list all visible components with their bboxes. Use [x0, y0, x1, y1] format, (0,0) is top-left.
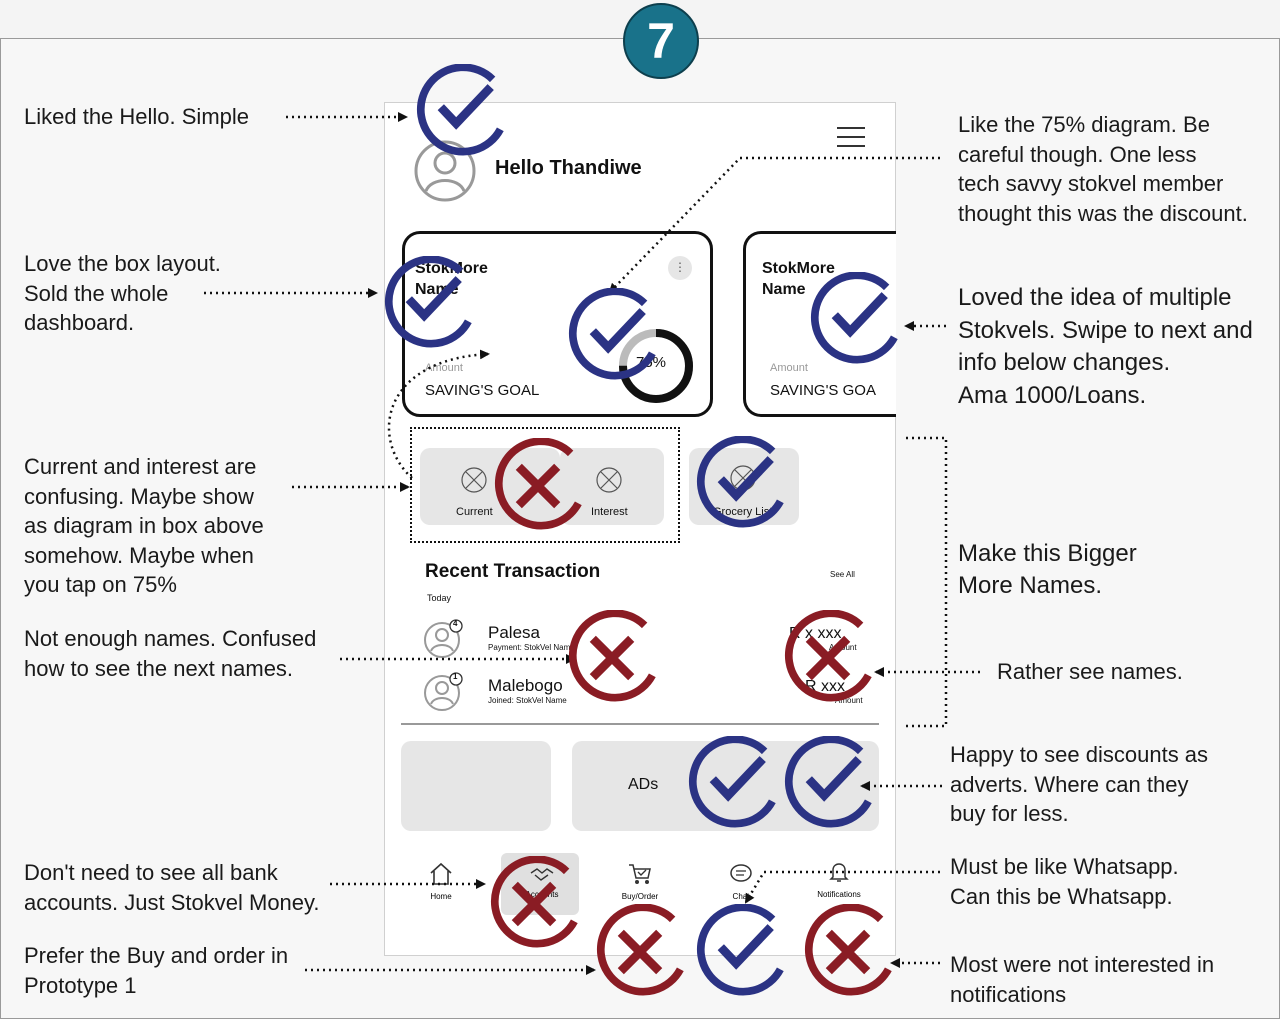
nav-accounts-label: Accounts — [525, 890, 559, 899]
savings-percent: 75% — [636, 354, 667, 371]
note-rather-names: Rather see names. — [997, 659, 1183, 684]
transaction-name: Palesa — [488, 623, 540, 642]
card-more-icon[interactable]: ⋮ — [668, 256, 692, 280]
placeholder-icon — [730, 465, 756, 491]
tile-current-label: Current — [456, 506, 493, 518]
note-diagram: Like the 75% diagram. Be careful though.… — [958, 112, 1248, 226]
today-label: Today — [427, 593, 452, 603]
note-box-layout: Love the box layout. Sold the whole dash… — [24, 251, 221, 335]
card-1-goal-label: SAVING'S GOAL — [425, 382, 540, 399]
note-bank: Don't need to see all bank accounts. Jus… — [24, 860, 320, 915]
note-hello: Liked the Hello. Simple — [24, 104, 250, 129]
nav-notifications-label: Notifications — [817, 890, 861, 899]
note-discounts: Happy to see discounts as adverts. Where… — [950, 742, 1209, 826]
chat-icon — [730, 864, 752, 882]
handshake-icon — [530, 868, 554, 881]
note-multiple-stokvels: Loved the idea of multiple Stokvels. Swi… — [958, 284, 1253, 409]
nav-buy-order[interactable]: Buy/Order — [617, 861, 663, 905]
home-icon — [430, 862, 452, 885]
tile-grocery[interactable]: Grocery List — [689, 448, 799, 525]
nav-chat-label: Chat — [732, 892, 750, 901]
avatar-icon — [424, 619, 463, 658]
card-1-amount-label: Amount — [425, 362, 463, 374]
nav-buy-order-label: Buy/Order — [621, 892, 659, 901]
see-all-link[interactable]: See All — [830, 570, 855, 579]
note-names: Not enough names. Confused how to see th… — [24, 626, 317, 681]
divider — [401, 723, 879, 725]
cart-icon — [629, 864, 651, 884]
bell-icon — [829, 863, 849, 882]
card-2-goal-label: SAVING'S GOA — [770, 382, 876, 399]
note-notifications: Most were not interested in notification… — [950, 952, 1215, 1007]
transaction-sub: Payment: StokVel Name — [488, 643, 575, 652]
stokvel-card-1[interactable]: StokMore Name ⋮ Amount SAVING'S GOAL 75% — [402, 231, 713, 417]
avatar-icon — [414, 140, 476, 202]
greeting-title: Hello Thandiwe — [495, 157, 642, 179]
nav-accounts[interactable]: Accounts — [519, 865, 565, 909]
note-whatsapp: Must be like Whatsapp. Can this be Whats… — [950, 854, 1179, 909]
transaction-name: Malebogo — [488, 676, 563, 695]
nav-chat[interactable]: Chat — [721, 861, 761, 905]
count-badge: 1 — [453, 672, 458, 681]
hamburger-menu-icon[interactable] — [837, 127, 865, 147]
tiles-dotted-outline — [410, 427, 680, 543]
placeholder-icon — [461, 467, 487, 493]
note-current-interest: Current and interest are confusing. Mayb… — [24, 454, 264, 597]
nav-home-label: Home — [430, 892, 452, 901]
slide-number-badge: 7 — [623, 3, 699, 79]
ad-banner-left[interactable] — [401, 741, 551, 831]
transaction-amount-sub: Amount — [835, 696, 863, 705]
transaction-amount: R xxx — [805, 678, 845, 695]
tile-interest-label: Interest — [591, 506, 628, 518]
recent-title: Recent Transaction — [425, 561, 601, 582]
placeholder-icon — [596, 467, 622, 493]
nav-home[interactable]: Home — [421, 861, 461, 905]
card-1-title: StokMore Name — [415, 260, 488, 298]
count-badge: 4 — [453, 619, 458, 628]
phone-mockup: Hello Thandiwe StokMore Name ⋮ Amount SA… — [384, 102, 896, 956]
note-buy-order: Prefer the Buy and order in Prototype 1 — [24, 943, 289, 998]
ads-label: ADs — [628, 776, 659, 793]
note-bigger: Make this Bigger More Names. — [958, 540, 1137, 599]
nav-notifications[interactable]: Notifications — [811, 859, 867, 903]
transaction-sub: Joined: StokVel Name — [488, 696, 567, 705]
card-2-title: StokMore Name — [762, 260, 835, 298]
transaction-amount: R x xxx — [789, 625, 842, 642]
tile-interest[interactable]: Interest — [560, 448, 664, 525]
tile-current[interactable]: Current — [420, 448, 560, 525]
avatar-icon — [424, 672, 463, 711]
transaction-row[interactable]: 4 Palesa Payment: StokVel Name R x xxx A… — [423, 615, 863, 661]
transaction-row[interactable]: 1 Malebogo Joined: StokVel Name R xxx Am… — [423, 668, 863, 714]
transaction-amount-sub: Amount — [829, 643, 857, 652]
card-2-amount-label: Amount — [770, 362, 808, 374]
tile-grocery-label: Grocery List — [713, 506, 773, 518]
ad-banner-main[interactable]: ADs — [572, 741, 879, 831]
stokvel-card-2[interactable]: StokMore Name Amount SAVING'S GOA — [743, 231, 896, 417]
